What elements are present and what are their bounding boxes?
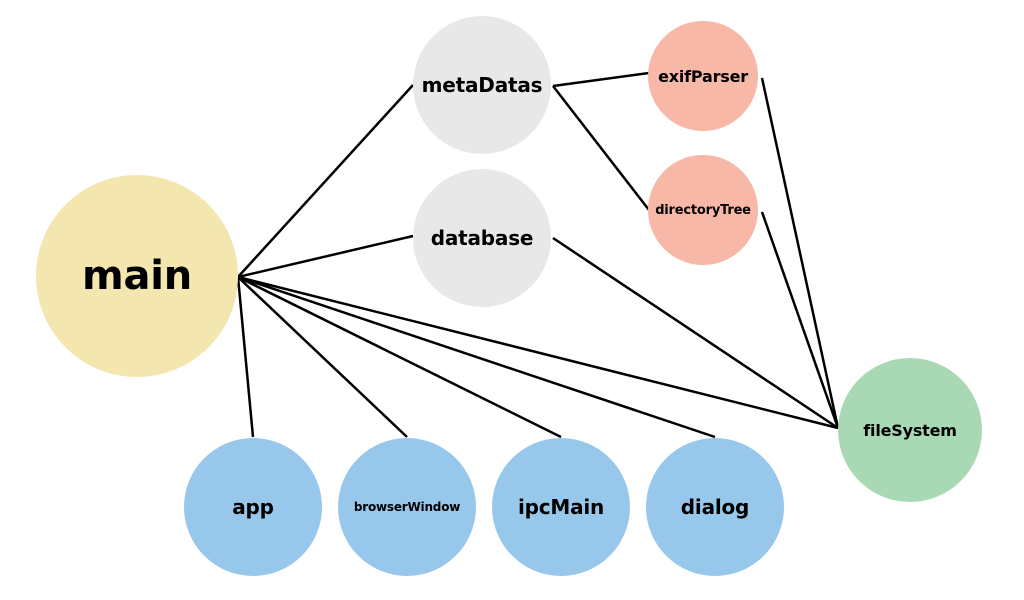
- node-label-filesystem: fileSystem: [863, 420, 957, 440]
- edge-main-filesystem: [237, 275, 839, 430]
- node-database: database: [413, 169, 551, 307]
- edge-main-metadatas: [237, 84, 414, 278]
- edge-main-app: [236, 276, 255, 438]
- node-ipcmain: ipcMain: [492, 438, 630, 576]
- node-label-dialog: dialog: [680, 495, 750, 519]
- node-directorytree: directoryTree: [648, 155, 758, 265]
- node-app: app: [184, 438, 322, 576]
- edge-metadatas-directorytree: [552, 85, 650, 211]
- node-label-directorytree: directoryTree: [655, 202, 751, 218]
- edge-main-ipcmain: [237, 275, 562, 439]
- node-browserwindow: browserWindow: [338, 438, 476, 576]
- node-label-app: app: [232, 495, 274, 519]
- node-label-database: database: [430, 226, 534, 250]
- node-label-main: main: [81, 253, 193, 299]
- edge-metadatas-exifparser: [552, 71, 650, 88]
- edge-main-browserwindow: [237, 276, 408, 438]
- edge-database-filesystem: [552, 236, 839, 430]
- node-dialog: dialog: [646, 438, 784, 576]
- edge-exifparser-filesystem: [760, 77, 840, 429]
- node-label-metadatas: metaDatas: [421, 73, 543, 97]
- edge-main-database: [237, 234, 414, 279]
- edge-main-dialog: [237, 275, 716, 439]
- edge-directorytree-filesystem: [760, 211, 840, 429]
- node-metadatas: metaDatas: [413, 16, 551, 154]
- node-filesystem: fileSystem: [838, 358, 982, 502]
- node-label-exifparser: exifParser: [658, 66, 748, 86]
- node-main: main: [36, 175, 238, 377]
- node-exifparser: exifParser: [648, 21, 758, 131]
- node-label-ipcmain: ipcMain: [517, 495, 605, 519]
- node-label-browserwindow: browserWindow: [353, 500, 461, 514]
